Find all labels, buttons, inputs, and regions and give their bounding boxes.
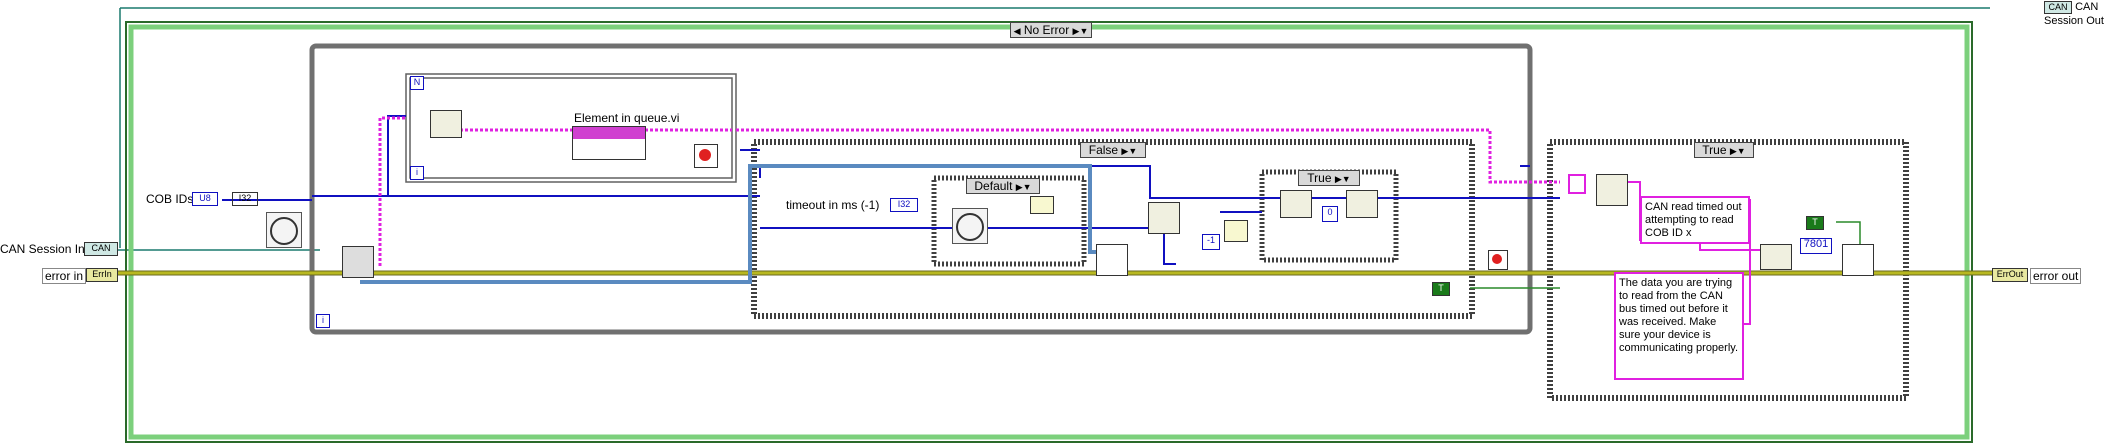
tick-count-icon[interactable] [952, 208, 988, 244]
detail-message-note: The data you are trying to read from the… [1614, 272, 1744, 380]
case-true-right-selector[interactable]: True ▶▼ [1694, 142, 1754, 158]
case-false-structure [751, 139, 1475, 319]
error-out-terminal: ErrOut [1992, 268, 2028, 282]
not-equal-icon [1224, 220, 1248, 242]
cob-ids-terminal[interactable]: U8 [192, 192, 218, 206]
can-session-out-indicator: CAN CAN Session Out [2044, 0, 2114, 28]
error-in-terminal[interactable]: ErrIn [86, 268, 118, 282]
outer-case-selector[interactable]: ◀ No Error ▶▼ [1010, 22, 1092, 38]
dequeue-function-icon[interactable] [342, 246, 374, 278]
can-session-out-label: CAN Session Out [2044, 1, 2104, 27]
session-wire [118, 7, 1990, 251]
stop-indicator-icon [694, 144, 718, 168]
while-loop-iteration: i [316, 314, 330, 328]
minus-one-constant[interactable]: -1 [1202, 234, 1220, 250]
index-array-icon[interactable] [430, 110, 462, 138]
replace-array-icon[interactable] [1346, 190, 1378, 218]
i32-conversion: I32 [232, 192, 258, 206]
cluster-wire [360, 164, 1108, 284]
format-string-icon[interactable] [1596, 174, 1628, 206]
element-in-queue-label: Element in queue.vi [574, 111, 680, 125]
timeout-label: timeout in ms (-1) [786, 198, 880, 212]
stop-button-icon[interactable] [1488, 250, 1508, 270]
can-session-in-terminal[interactable]: CAN [84, 242, 118, 256]
true-constant-b[interactable]: T [1806, 216, 1824, 230]
cob-id-7801-constant[interactable]: 7801 [1800, 238, 1832, 254]
case-next-icon[interactable]: ▶▼ [1072, 26, 1089, 36]
wait-ms-icon[interactable] [266, 212, 302, 248]
concatenate-icon[interactable] [1760, 244, 1792, 270]
case-true-small-value: True [1307, 171, 1332, 185]
search-array-icon[interactable] [1148, 202, 1180, 234]
case-default-value: Default [974, 179, 1013, 193]
error-cluster-icon[interactable] [1842, 244, 1874, 276]
case-true-small-structure [1259, 169, 1399, 263]
error-out-label: error out [2030, 268, 2082, 284]
string-constant-icon [1568, 174, 1586, 194]
case-default-structure [931, 175, 1087, 267]
case-prev-icon[interactable]: ◀ [1013, 26, 1021, 36]
outer-case-value: No Error [1023, 23, 1070, 37]
case-false-selector[interactable]: False ▶▼ [1080, 142, 1146, 158]
can-session-out-terminal: CAN [2044, 1, 2072, 14]
while-loop-structure [309, 43, 1533, 335]
for-loop-count: N [410, 76, 424, 90]
delete-from-array-icon[interactable] [1280, 190, 1312, 218]
timeout-terminal[interactable]: I32 [890, 198, 918, 212]
true-constant-a[interactable]: T [1432, 282, 1450, 296]
element-in-queue-subvi[interactable] [572, 126, 646, 160]
for-loop-structure [405, 73, 737, 183]
case-default-selector[interactable]: Default ▶▼ [966, 178, 1040, 194]
for-loop-iteration: i [410, 166, 424, 180]
subtract-icon [1030, 196, 1054, 214]
case-false-value: False [1088, 143, 1119, 157]
can-session-in-label: CAN Session In [0, 242, 85, 256]
timeout-check-icon[interactable] [1096, 244, 1128, 276]
cob-ids-label: COB IDs [146, 192, 194, 206]
case-true-small-selector[interactable]: True ▶▼ [1298, 170, 1360, 186]
timeout-message-note: CAN read timed out attempting to read CO… [1640, 196, 1750, 244]
zero-constant[interactable]: 0 [1322, 206, 1338, 222]
error-in-label: error in [42, 268, 87, 284]
case-true-right-value: True [1702, 143, 1727, 157]
